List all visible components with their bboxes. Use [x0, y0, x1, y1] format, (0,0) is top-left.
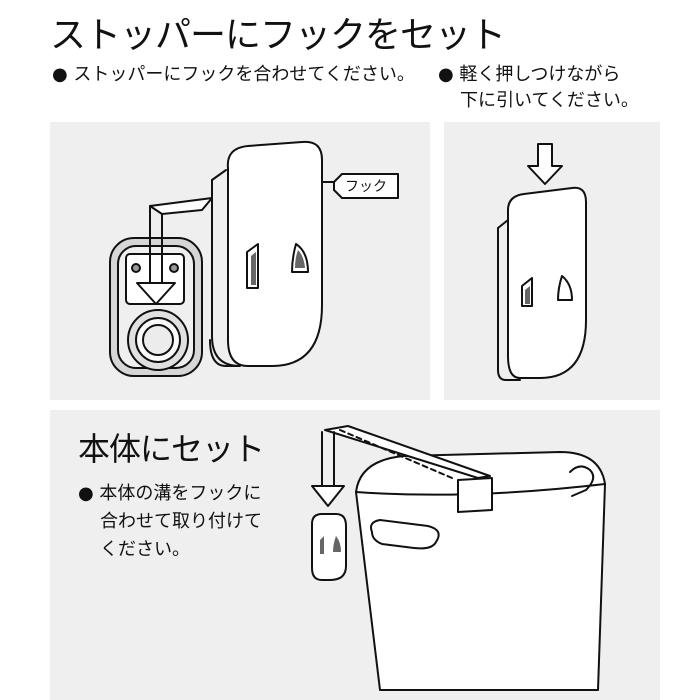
section2-instructions: ● 本体の溝をフックに 合わせて取り付けて ください。	[78, 480, 262, 564]
hook-illustration-large	[209, 140, 323, 367]
section1-step2-line1: ● 軽く押しつけながら	[438, 64, 621, 85]
section2-line1: ● 本体の溝をフックに	[78, 483, 262, 504]
hook-label: フック	[345, 179, 387, 195]
section1-step2: ● 軽く押しつけながら 下に引いてください。	[438, 62, 639, 114]
section1-step1: ● ストッパーにフックを合わせてください。	[52, 64, 415, 85]
push-down-arrow	[527, 143, 563, 185]
hook-illustration-push	[497, 186, 587, 381]
hook-on-basket	[324, 425, 493, 513]
section2-line3: ください。	[100, 539, 190, 560]
basket-body	[355, 451, 606, 691]
insert-arrow	[136, 197, 213, 305]
attach-arrow	[311, 431, 345, 507]
section1-title: ストッパーにフックをセット	[50, 15, 506, 56]
stopper-illustration	[109, 237, 203, 377]
section1-step2-line2: 下に引いてください。	[460, 90, 639, 111]
hook-label-box	[321, 173, 399, 199]
hook-small	[311, 513, 347, 581]
section2-line2: 合わせて取り付けて	[100, 511, 262, 532]
section2-title: 本体にセット	[78, 430, 265, 468]
